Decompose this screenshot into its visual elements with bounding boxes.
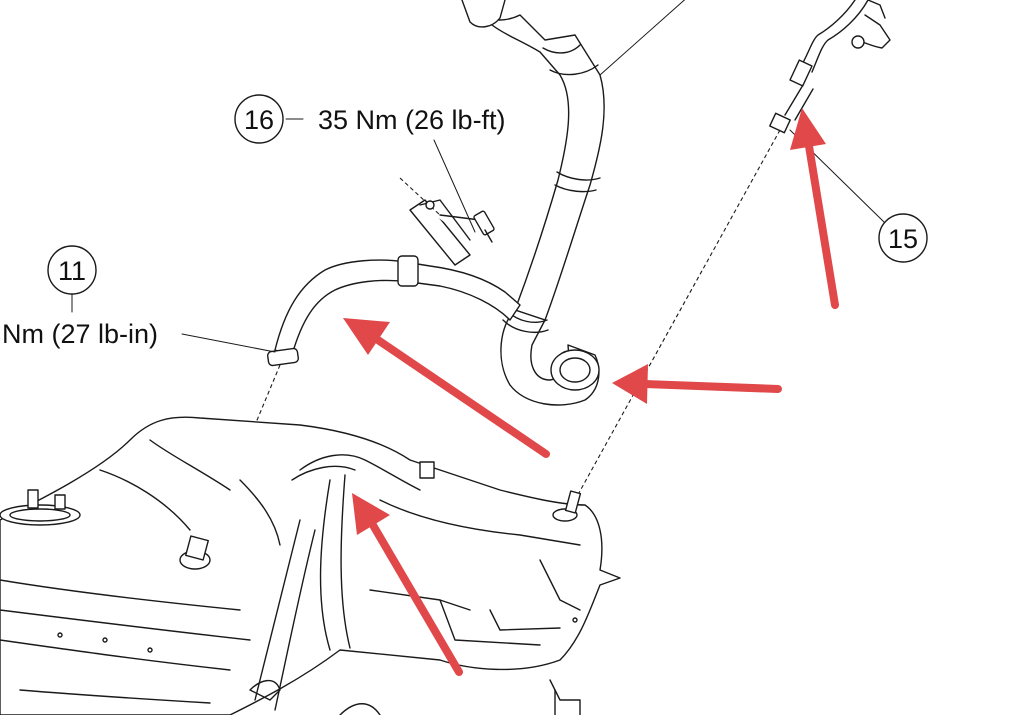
arrow-filler-neck: [612, 364, 782, 404]
callout-16-circle: [234, 94, 284, 144]
callout-15-number: 15: [888, 224, 918, 254]
arrow-vent-hose: [343, 318, 550, 458]
callout-11-number: 11: [58, 256, 86, 286]
arrow-vapor-line: [790, 108, 839, 309]
arrow-tank-saddle: [352, 493, 463, 676]
callout-16: 16 35 Nm (26 lb-ft): [234, 94, 506, 233]
vapor-vent-line: [574, 0, 891, 501]
callout-15-circle: [878, 213, 928, 263]
callout-15: 15: [789, 129, 928, 263]
callout-16-spec: 35 Nm (26 lb-ft): [318, 105, 506, 135]
bracket-bolt: [399, 177, 495, 266]
callout-16-number: 16: [244, 105, 274, 135]
callout-11-spec: Nm (27 lb-in): [2, 319, 158, 349]
fuel-tank: [0, 416, 621, 716]
callout-11: 11 Nm (27 lb-in): [2, 245, 276, 353]
filler-neck-hose: [461, 0, 686, 406]
